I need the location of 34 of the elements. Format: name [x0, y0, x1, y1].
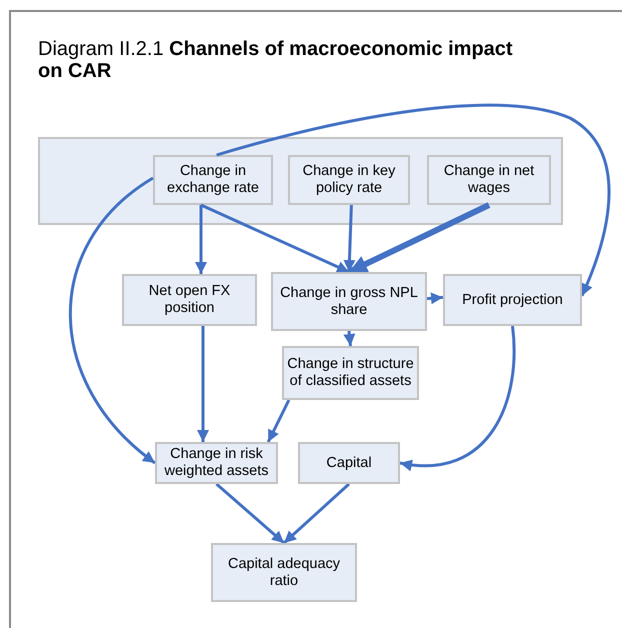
node-label: Profit projection	[462, 292, 563, 308]
diagram-title: Diagram II.2.1 Channels of macroeconomic impact on CAR	[38, 38, 514, 82]
group-band	[38, 137, 563, 225]
arrow	[195, 205, 207, 274]
process-box	[155, 442, 278, 484]
arrow	[343, 330, 356, 346]
process-box	[282, 346, 419, 400]
arrow	[200, 204, 350, 274]
arrow	[426, 292, 444, 304]
node-label: Capital	[326, 454, 372, 472]
arrow	[197, 326, 209, 442]
process-box	[271, 272, 427, 331]
node-label: Change in gross NPL share	[279, 284, 419, 318]
node-label: Change in risk weighted assets	[164, 446, 270, 480]
arrow	[69, 176, 156, 464]
arrow	[400, 326, 516, 470]
node-label: Change in key policy rate	[302, 163, 396, 197]
process-box	[122, 274, 257, 326]
process-box	[427, 155, 551, 205]
process-box	[288, 155, 410, 205]
node-label: Change in exchange rate	[166, 163, 260, 197]
arrow	[348, 202, 490, 275]
process-box	[211, 543, 357, 602]
node-label: Net open FX position	[148, 283, 232, 317]
arrow	[283, 482, 350, 544]
node-label: Capital adequacy ratio	[226, 556, 342, 590]
process-box	[443, 274, 582, 326]
process-box	[153, 155, 273, 205]
process-box	[298, 442, 400, 484]
node-label: Change in net wages	[442, 163, 536, 197]
arrow	[216, 482, 285, 544]
arrow	[343, 204, 356, 272]
arrow	[266, 399, 290, 443]
node-label: Change in structure of classified assets	[286, 356, 415, 390]
